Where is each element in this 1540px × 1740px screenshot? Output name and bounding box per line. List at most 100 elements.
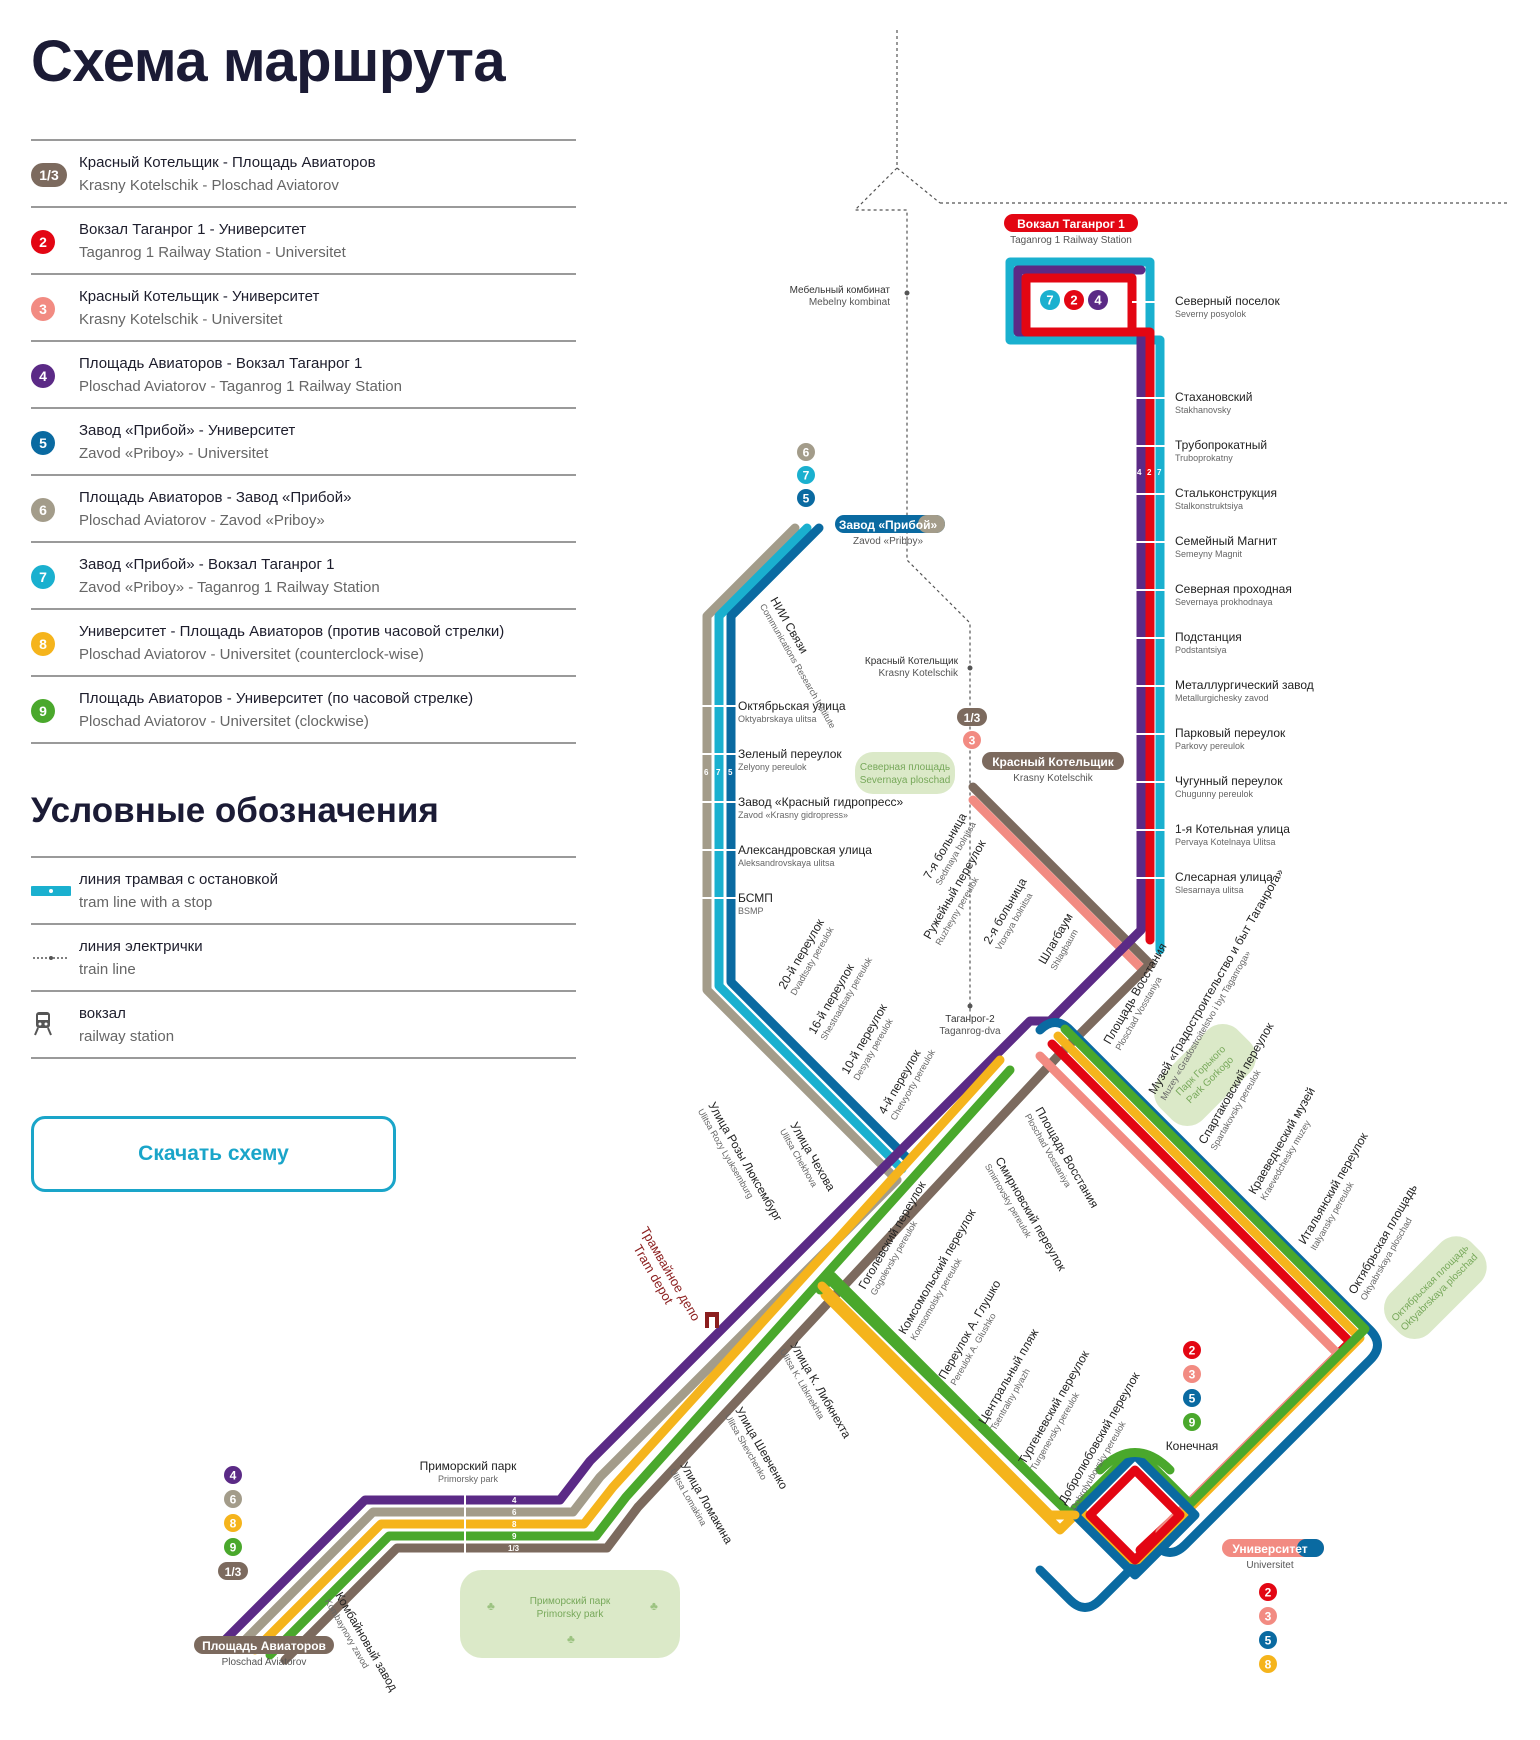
train-line xyxy=(896,167,941,204)
terminal-badge-label: 5 xyxy=(803,492,810,506)
terminal-pill-end xyxy=(918,515,945,533)
depot-icon xyxy=(705,1312,719,1328)
tram-uni-ring-9 xyxy=(1095,1448,1175,1475)
west-stop-labels: Октябрьская улица Oktyabrskaya ulitsa Зе… xyxy=(738,699,903,916)
segment-label: 5 xyxy=(728,768,733,777)
route-name-en: Taganrog 1 Railway Station - Universitet xyxy=(79,244,346,261)
tram-line-1-3 xyxy=(968,782,1155,969)
tram-line-6-main xyxy=(235,1175,902,1650)
stop-label-en: Severnaya prokhodnaya xyxy=(1175,597,1273,607)
terminal-badge xyxy=(1259,1607,1277,1625)
route-name-ru: Завод «Прибой» - Университет xyxy=(79,422,296,439)
terminal-badge xyxy=(1259,1631,1277,1649)
park-label: Приморский парк xyxy=(530,1596,611,1607)
terminal-name-en: Zavod «Priboy» xyxy=(853,536,923,547)
legend-label-ru: линия трамвая с остановкой xyxy=(79,871,278,888)
terminal-priboy[interactable]: 6 7 5 Завод «Прибой» Zavod «Priboy» xyxy=(797,443,945,547)
tram-uni-ring-2 xyxy=(1085,1465,1185,1565)
download-button[interactable]: Скачать схему xyxy=(31,1116,396,1192)
stop-label: Улица Розы Люксембург xyxy=(705,1100,785,1225)
terminal-badge xyxy=(1183,1365,1201,1383)
train-stop-label-en: Taganrog-dva xyxy=(939,1026,1001,1037)
terminal-university[interactable]: 2 3 5 9 Конечная Университет Universitet… xyxy=(1166,1341,1324,1673)
terminal-badge xyxy=(224,1466,242,1484)
route-name-ru: Завод «Прибой» - Вокзал Таганрог 1 xyxy=(79,556,335,573)
terminal-badge-label: 9 xyxy=(1189,1416,1196,1430)
segment-label: 6 xyxy=(512,1508,517,1517)
segment-label: 6 xyxy=(704,768,709,777)
route-badge: 6 xyxy=(31,498,55,522)
route-badge: 8 xyxy=(31,632,55,656)
terminal-badge-label: 2 xyxy=(1189,1344,1196,1358)
route-name-ru: Красный Котельщик - Площадь Авиаторов xyxy=(79,154,376,171)
tram-line-6 xyxy=(702,523,902,1185)
segment-label: 9 xyxy=(512,1532,517,1541)
terminal-badge xyxy=(224,1490,242,1508)
terminal-badge xyxy=(1088,290,1108,310)
stop-label-en: Semeyny Magnit xyxy=(1175,549,1243,559)
stop-label: Улица К. Либкнехта xyxy=(787,1340,854,1441)
route-name-en: Krasny Kotelschik - Ploschad Aviatorov xyxy=(79,177,339,194)
terminal-badge xyxy=(1040,290,1060,310)
stop-label-en: Zavod «Krasny gidropress» xyxy=(738,810,848,820)
stop-label-en: Severny posyolok xyxy=(1175,309,1247,319)
terminal-badge-label: 9 xyxy=(230,1541,237,1555)
park-label-en: Severnaya ploschad xyxy=(860,775,951,786)
terminal-name: Площадь Авиаторов xyxy=(202,1639,326,1653)
stop-label-en: BSMP xyxy=(738,906,764,916)
stop-label: Северный поселок xyxy=(1175,294,1280,308)
park-label-en: Primorsky park xyxy=(537,1609,605,1620)
segment-label: 4 xyxy=(1137,468,1142,477)
route-name-en: Zavod «Priboy» - Taganrog 1 Railway Stat… xyxy=(79,579,380,596)
terminal-badge xyxy=(957,708,987,726)
stop-label-en: Chugunny pereulok xyxy=(1175,789,1254,799)
stop-ticks xyxy=(464,301,1166,1558)
terminal-badge-label: 3 xyxy=(1265,1610,1272,1624)
route-name-en: Zavod «Priboy» - Universitet xyxy=(79,445,269,462)
route-badge: 2 xyxy=(31,230,55,254)
stop-label: Чугунный переулок xyxy=(1175,774,1283,788)
terminal-badge-label: 1/3 xyxy=(225,1565,242,1579)
stop-label-en: Primorsky park xyxy=(438,1474,499,1484)
terminal-vokzal[interactable]: Вокзал Таганрог 1 Taganrog 1 Railway Sta… xyxy=(1004,214,1138,310)
terminal-pill xyxy=(982,752,1124,770)
route-name-ru: Площадь Авиаторов - Университет (по часо… xyxy=(79,690,474,707)
terminal-badge-label: 6 xyxy=(230,1493,237,1507)
tram-line-2 xyxy=(1021,273,1155,945)
train-stop-label-en: Krasny Kotelschik xyxy=(879,668,959,679)
tram-line-8-main xyxy=(250,1055,1005,1655)
terminal-badge-label: 3 xyxy=(969,734,976,748)
segment-label: 1/3 xyxy=(508,1544,520,1553)
terminal-badge-label: 3 xyxy=(1189,1368,1196,1382)
stop-label-en: Slesarnaya ulitsa xyxy=(1175,885,1244,895)
terminal-aviatorov[interactable]: 4 6 8 9 1/3 Площадь Авиаторов Ploschad A… xyxy=(194,1466,334,1668)
legend-title: Условные обозначения xyxy=(31,791,439,830)
park-primorsky xyxy=(460,1570,680,1658)
terminal-badge xyxy=(218,1562,248,1580)
terminal-krasny[interactable]: 1/3 3 Красный Котельщик Krasny Kotelschi… xyxy=(957,708,1124,784)
tram-line-icon xyxy=(31,886,71,896)
east-stop-labels: Северный поселок Severny posyolok Стахан… xyxy=(1175,294,1314,895)
stop-label-en: Pervaya Kotelnaya Ulitsa xyxy=(1175,837,1276,847)
terminal-badge-label: 5 xyxy=(1189,1392,1196,1406)
park-severnaya xyxy=(855,752,955,794)
terminal-pill xyxy=(194,1636,334,1654)
terminal-pill xyxy=(835,515,945,533)
terminal-badge xyxy=(1183,1389,1201,1407)
